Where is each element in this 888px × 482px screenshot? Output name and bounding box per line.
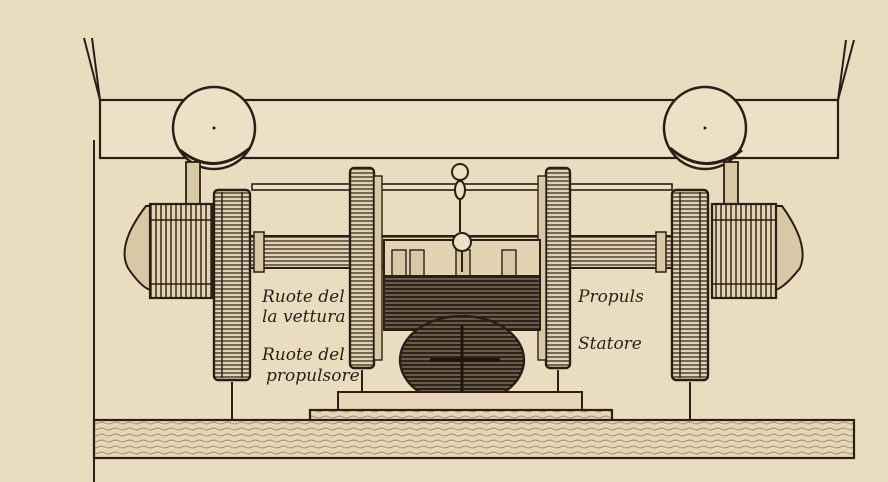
label-ruote-propulsore-2: propulsore [266,366,360,386]
axle-collar-left [253,231,265,273]
label-ruote-vettura-1: Ruote del [261,287,345,307]
right-spring-hanger [723,161,739,207]
axle-collar-right [655,231,667,273]
right-spring [662,85,748,171]
propulsor-wheel-right [537,166,572,370]
propulsor-wheel-left [348,166,383,370]
label-ruote-vettura-2: la vettura [262,307,346,327]
ground-sleeper [92,418,856,460]
right-axle-box [710,202,804,300]
left-spring-hanger [185,161,201,207]
label-propuls: Propuls [577,287,644,307]
left-spring [171,85,257,171]
label-ruote-propulsore-1: Ruote del [261,345,345,365]
car-body-edges [83,37,855,101]
car-wheel-left [212,188,252,382]
stator [398,314,526,406]
car-wheel-right [670,188,710,382]
suspension-link [451,163,472,272]
left-axle-box [123,202,214,300]
propulsor-base-plate [337,391,583,411]
label-statore: Statore [578,334,642,354]
